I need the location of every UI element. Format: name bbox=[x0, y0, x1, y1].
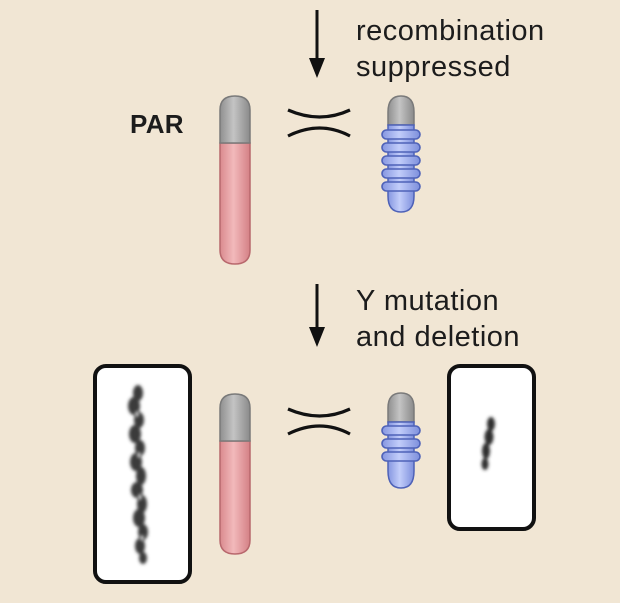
arrow-down-bottom bbox=[309, 284, 325, 347]
y-micrograph bbox=[447, 364, 536, 531]
crossover-mark-bottom bbox=[287, 407, 351, 436]
y-chromosome-bottom bbox=[381, 392, 421, 489]
label-par: PAR bbox=[130, 109, 184, 139]
par-region-top bbox=[219, 95, 251, 144]
arrow-down-top bbox=[309, 10, 325, 78]
label-recombination: recombination bbox=[356, 15, 545, 47]
label-y-mutation: Y mutation bbox=[356, 285, 500, 317]
x-micrograph bbox=[93, 364, 192, 584]
y-chromosome-top bbox=[381, 95, 421, 213]
crossover-mark-top bbox=[287, 108, 351, 138]
x-chromosome-bottom bbox=[219, 393, 251, 555]
label-suppressed: suppressed bbox=[356, 51, 511, 83]
x-chromosome-top bbox=[219, 95, 251, 265]
par-region-bottom bbox=[219, 393, 251, 442]
label-and-deletion: and deletion bbox=[356, 321, 521, 353]
